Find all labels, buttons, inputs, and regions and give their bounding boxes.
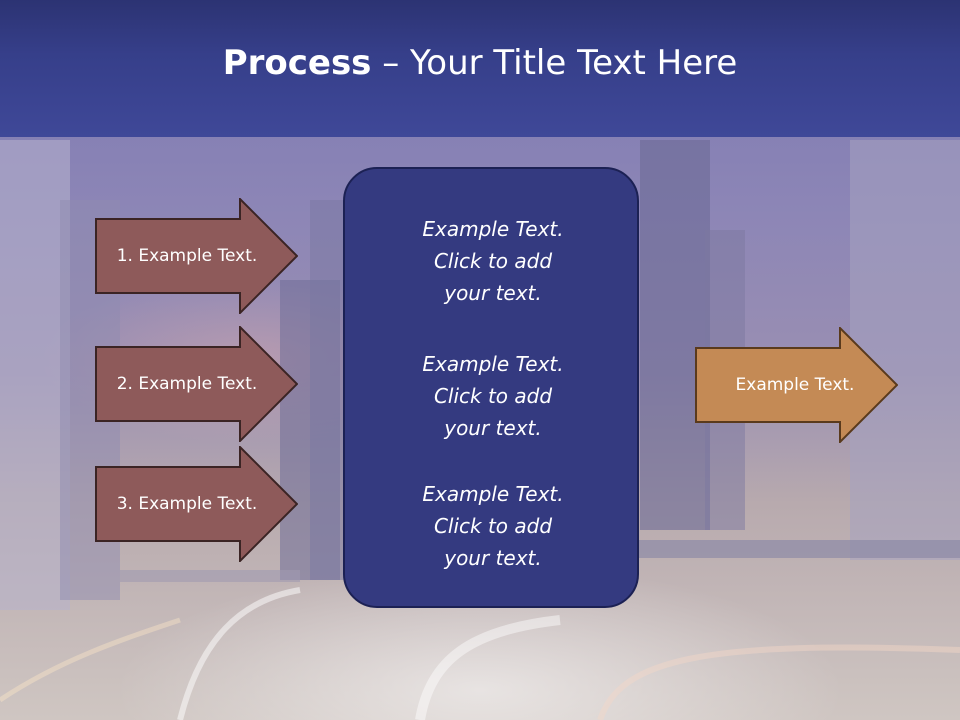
title-rest: – Your Title Text Here (371, 42, 738, 83)
step-label: 2. Example Text. (116, 374, 258, 394)
center-text-block-3[interactable]: Example Text. Click to add your text. (345, 478, 641, 574)
center-text-block-2[interactable]: Example Text. Click to add your text. (345, 348, 641, 444)
text-line: Click to add (433, 249, 553, 273)
step-label: 1. Example Text. (116, 246, 258, 266)
text-line: Click to add (433, 384, 553, 408)
process-step-arrow-3[interactable]: 3. Example Text. (95, 446, 298, 562)
text-line: your text. (444, 416, 542, 440)
title-bar: Process – Your Title Text Here (0, 0, 960, 137)
arrow-shape-icon (95, 326, 298, 442)
step-label: 3. Example Text. (116, 494, 258, 514)
arrow-shape-icon (95, 446, 298, 562)
result-label: Example Text. (735, 375, 855, 395)
text-line: Example Text. (422, 217, 564, 241)
center-process-box[interactable]: Example Text. Click to add your text. Ex… (343, 167, 639, 608)
text-line: your text. (444, 281, 542, 305)
result-arrow[interactable]: Example Text. (695, 327, 898, 443)
process-step-arrow-1[interactable]: 1. Example Text. (95, 198, 298, 314)
text-line: Example Text. (422, 352, 564, 376)
center-text-block-1[interactable]: Example Text. Click to add your text. (345, 213, 641, 309)
arrow-shape-icon (95, 198, 298, 314)
text-line: Example Text. (422, 482, 564, 506)
text-line: Click to add (433, 514, 553, 538)
arrow-shape-icon (695, 327, 898, 443)
page-title: Process – Your Title Text Here (223, 43, 738, 83)
process-step-arrow-2[interactable]: 2. Example Text. (95, 326, 298, 442)
text-line: your text. (444, 546, 542, 570)
title-bold: Process (222, 42, 372, 83)
